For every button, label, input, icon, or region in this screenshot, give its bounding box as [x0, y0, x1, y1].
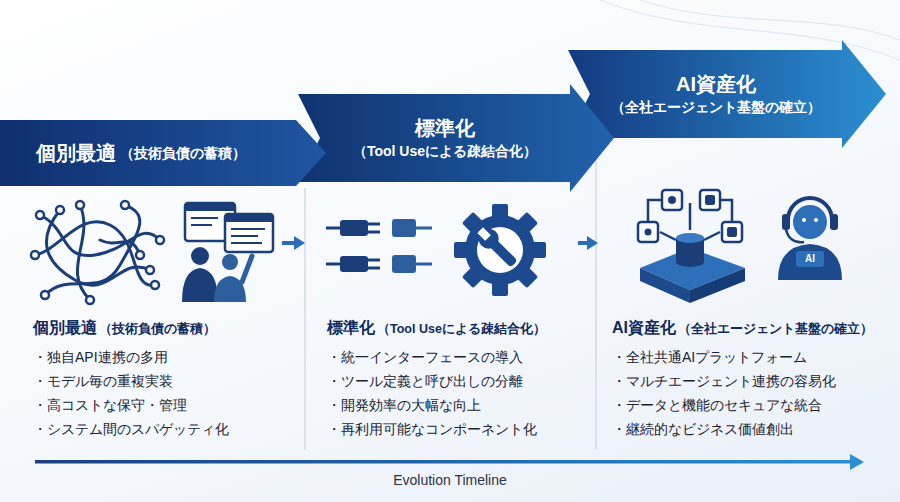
banner-title: AI資産化: [676, 71, 756, 97]
bullet-item: ・開発効率の大幅な向上: [327, 393, 578, 417]
banner-content: AI資産化（全社エージェント基盤の確立）: [568, 40, 886, 148]
banner-subtitle: （全社エージェント基盤の確立）: [611, 97, 821, 117]
banner-title: 個別最適: [36, 140, 116, 166]
heading-subtext: （全社エージェント基盤の確立）: [678, 318, 873, 340]
banner-content: 標準化（Tool Useによる疎結合化）: [298, 84, 614, 192]
panel-heading: 個別最適（技術負債の蓄積）: [33, 317, 282, 340]
phase-panel: 個別最適（技術負債の蓄積） ・独自API連携の多用・モデル毎の重複実装・高コストな…: [28, 195, 282, 450]
bullet-item: ・ツール定義と呼び出しの分離: [327, 369, 578, 393]
phase-banner: 標準化（Tool Useによる疎結合化）: [298, 84, 614, 192]
bullet-item: ・システム間のスパゲッティ化: [33, 417, 282, 441]
bullet-item: ・独自API連携の多用: [33, 345, 282, 369]
heading-text: 個別最適: [33, 317, 97, 339]
tangled-network-icon: [31, 201, 164, 304]
bullet-item: ・統一インターフェースの導入: [327, 345, 578, 369]
phase-panel: 標準化（Tool Useによる疎結合化） ・統一インターフェースの導入・ツール定義…: [305, 195, 578, 450]
arrow-line: [578, 241, 589, 245]
timeline-arrow: [35, 454, 864, 470]
bullet-item: ・全社共通AIプラットフォーム: [612, 345, 888, 369]
bullet-list: ・統一インターフェースの導入・ツール定義と呼び出しの分離・開発効率の大幅な向上・…: [327, 345, 578, 441]
timeline-label: Evolution Timeline: [300, 470, 600, 490]
team-screens-icon: [182, 203, 273, 302]
icon-badge: AI: [796, 251, 824, 267]
bullet-item: ・データと機能のセキュアな統合: [612, 393, 888, 417]
bullet-item: ・マルチエージェント連携の容易化: [612, 369, 888, 393]
arrow-head: [587, 236, 598, 250]
column-divider: [305, 150, 596, 450]
arrow-line: [282, 241, 296, 245]
bullet-list: ・全社共通AIプラットフォーム・マルチエージェント連携の容易化・データと機能のセ…: [612, 345, 888, 441]
plug-icon: [326, 219, 432, 273]
flow-arrow: [578, 236, 598, 250]
panel-heading: 標準化（Tool Useによる疎結合化）: [327, 317, 578, 340]
bullet-list: ・独自API連携の多用・モデル毎の重複実装・高コストな保守・管理・システム間のス…: [33, 345, 282, 441]
banner-arrow: [568, 40, 886, 148]
banner-arrow: [298, 84, 614, 192]
phase-banner: AI資産化（全社エージェント基盤の確立）: [568, 40, 886, 148]
heading-subtext: （技術負債の蓄積）: [99, 318, 216, 340]
heading-text: 標準化: [327, 317, 375, 339]
gear-wrench-icon: [454, 204, 546, 296]
bullet-item: ・継続的なビジネス価値創出: [612, 417, 888, 441]
banner-arrow: [0, 120, 326, 186]
bullet-item: ・高コストな保守・管理: [33, 393, 282, 417]
phase-banner: 個別最適（技術負債の蓄積）: [0, 120, 326, 186]
heading-text: AI資産化: [612, 317, 676, 339]
bullet-item: ・再利用可能なコンポーネント化: [327, 417, 578, 441]
arrow-head: [294, 236, 305, 250]
platform-icon: [638, 190, 745, 303]
heading-subtext: （Tool Useによる疎結合化）: [377, 318, 546, 340]
flow-arrow: [282, 236, 305, 250]
bullet-item: ・モデル毎の重複実装: [33, 369, 282, 393]
banner-subtitle: （Tool Useによる疎結合化）: [353, 141, 537, 161]
banner-title: 標準化: [415, 115, 475, 141]
banner-subtitle: （技術負債の蓄積）: [120, 143, 246, 163]
banner-content: 個別最適（技術負債の蓄積）: [0, 120, 326, 186]
ai-assistant-icon: [778, 198, 842, 280]
phase-panel: AI資産化（全社エージェント基盤の確立） ・全社共通AIプラットフォーム・マルチエ…: [598, 195, 888, 450]
panel-heading: AI資産化（全社エージェント基盤の確立）: [612, 317, 888, 340]
